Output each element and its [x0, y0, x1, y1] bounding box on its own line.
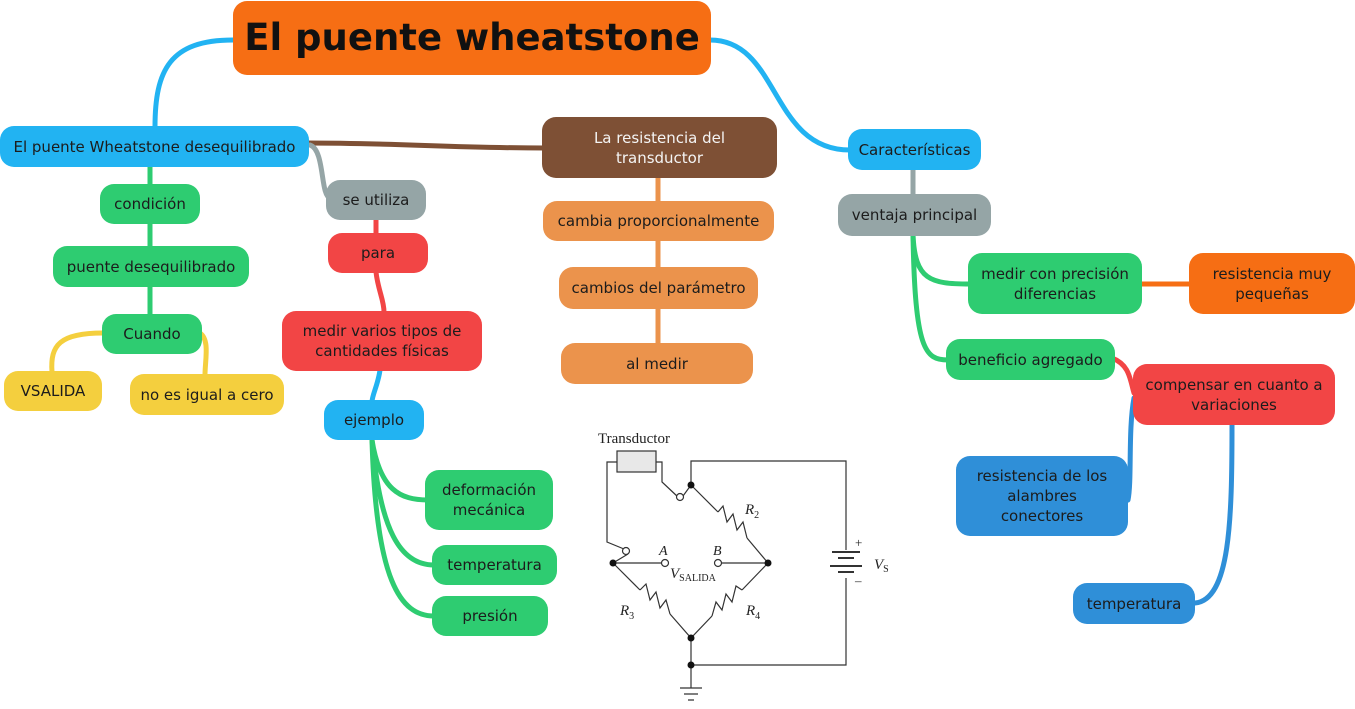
- transducer-box: [616, 450, 657, 473]
- ground-symbol: [680, 687, 702, 701]
- minus-label: –: [854, 573, 862, 588]
- node-resistencia-alambres[interactable]: resistencia de los alambres conectores: [956, 456, 1128, 536]
- battery-symbol: [830, 551, 862, 573]
- resistor-r4: [711, 585, 743, 617]
- vs-label: VS: [874, 557, 889, 575]
- r3-label: R3: [619, 603, 634, 622]
- b-label: B: [713, 544, 722, 559]
- resistor-r2: [717, 504, 748, 539]
- a-label: A: [658, 544, 668, 559]
- transductor-label: Transductor: [598, 431, 670, 447]
- vsalida-label: VSALIDA: [670, 566, 717, 584]
- node-ventaja-principal[interactable]: ventaja principal: [838, 194, 991, 236]
- node-cuando[interactable]: Cuando: [102, 314, 202, 354]
- title-node[interactable]: El puente wheatstone: [233, 1, 711, 75]
- node-cambia-proporcionalmente[interactable]: cambia proporcionalmente: [543, 201, 774, 241]
- node-medir-varios-tipos[interactable]: medir varios tipos de cantidades físicas: [282, 311, 482, 371]
- node-puente-desequilibrado[interactable]: puente desequilibrado: [53, 246, 249, 287]
- node-medir-con-precision[interactable]: medir con precisión diferencias: [968, 253, 1142, 314]
- node-al-medir[interactable]: al medir: [561, 343, 753, 384]
- node-temperatura-ejemplo[interactable]: temperatura: [432, 545, 557, 585]
- node-cambios-del-parametro[interactable]: cambios del parámetro: [559, 267, 758, 309]
- node-vsalida[interactable]: VSALIDA: [4, 371, 102, 411]
- node-presion[interactable]: presión: [432, 596, 548, 636]
- node-no-es-igual-a-cero[interactable]: no es igual a cero: [130, 374, 284, 415]
- node-se-utiliza[interactable]: se utiliza: [326, 180, 426, 220]
- node-para[interactable]: para: [328, 233, 428, 273]
- r2-label: R2: [744, 502, 759, 521]
- node-ejemplo[interactable]: ejemplo: [324, 400, 424, 440]
- node-deformacion-mecanica[interactable]: deformación mecánica: [425, 470, 553, 530]
- node-caracteristicas[interactable]: Características: [848, 129, 981, 170]
- node-condicion[interactable]: condición: [100, 184, 200, 224]
- node-beneficio-agregado[interactable]: beneficio agregado: [946, 339, 1115, 380]
- node-compensar-variaciones[interactable]: compensar en cuanto a variaciones: [1133, 364, 1335, 425]
- plus-label: +: [855, 535, 862, 550]
- node-resistencia-muy-pequenas[interactable]: resistencia muy pequeñas: [1189, 253, 1355, 314]
- resistor-r3: [639, 582, 671, 615]
- wheatstone-bridge-diagram: Transductor R2 R3 R4 A B VSALIDA VS + –: [598, 431, 889, 701]
- node-puente-desequilibrado-main[interactable]: El puente Wheatstone desequilibrado: [0, 126, 309, 167]
- node-temperatura-compensar[interactable]: temperatura: [1073, 583, 1195, 624]
- node-resistencia-transductor[interactable]: La resistencia del transductor: [542, 117, 777, 178]
- r4-label: R4: [745, 603, 760, 622]
